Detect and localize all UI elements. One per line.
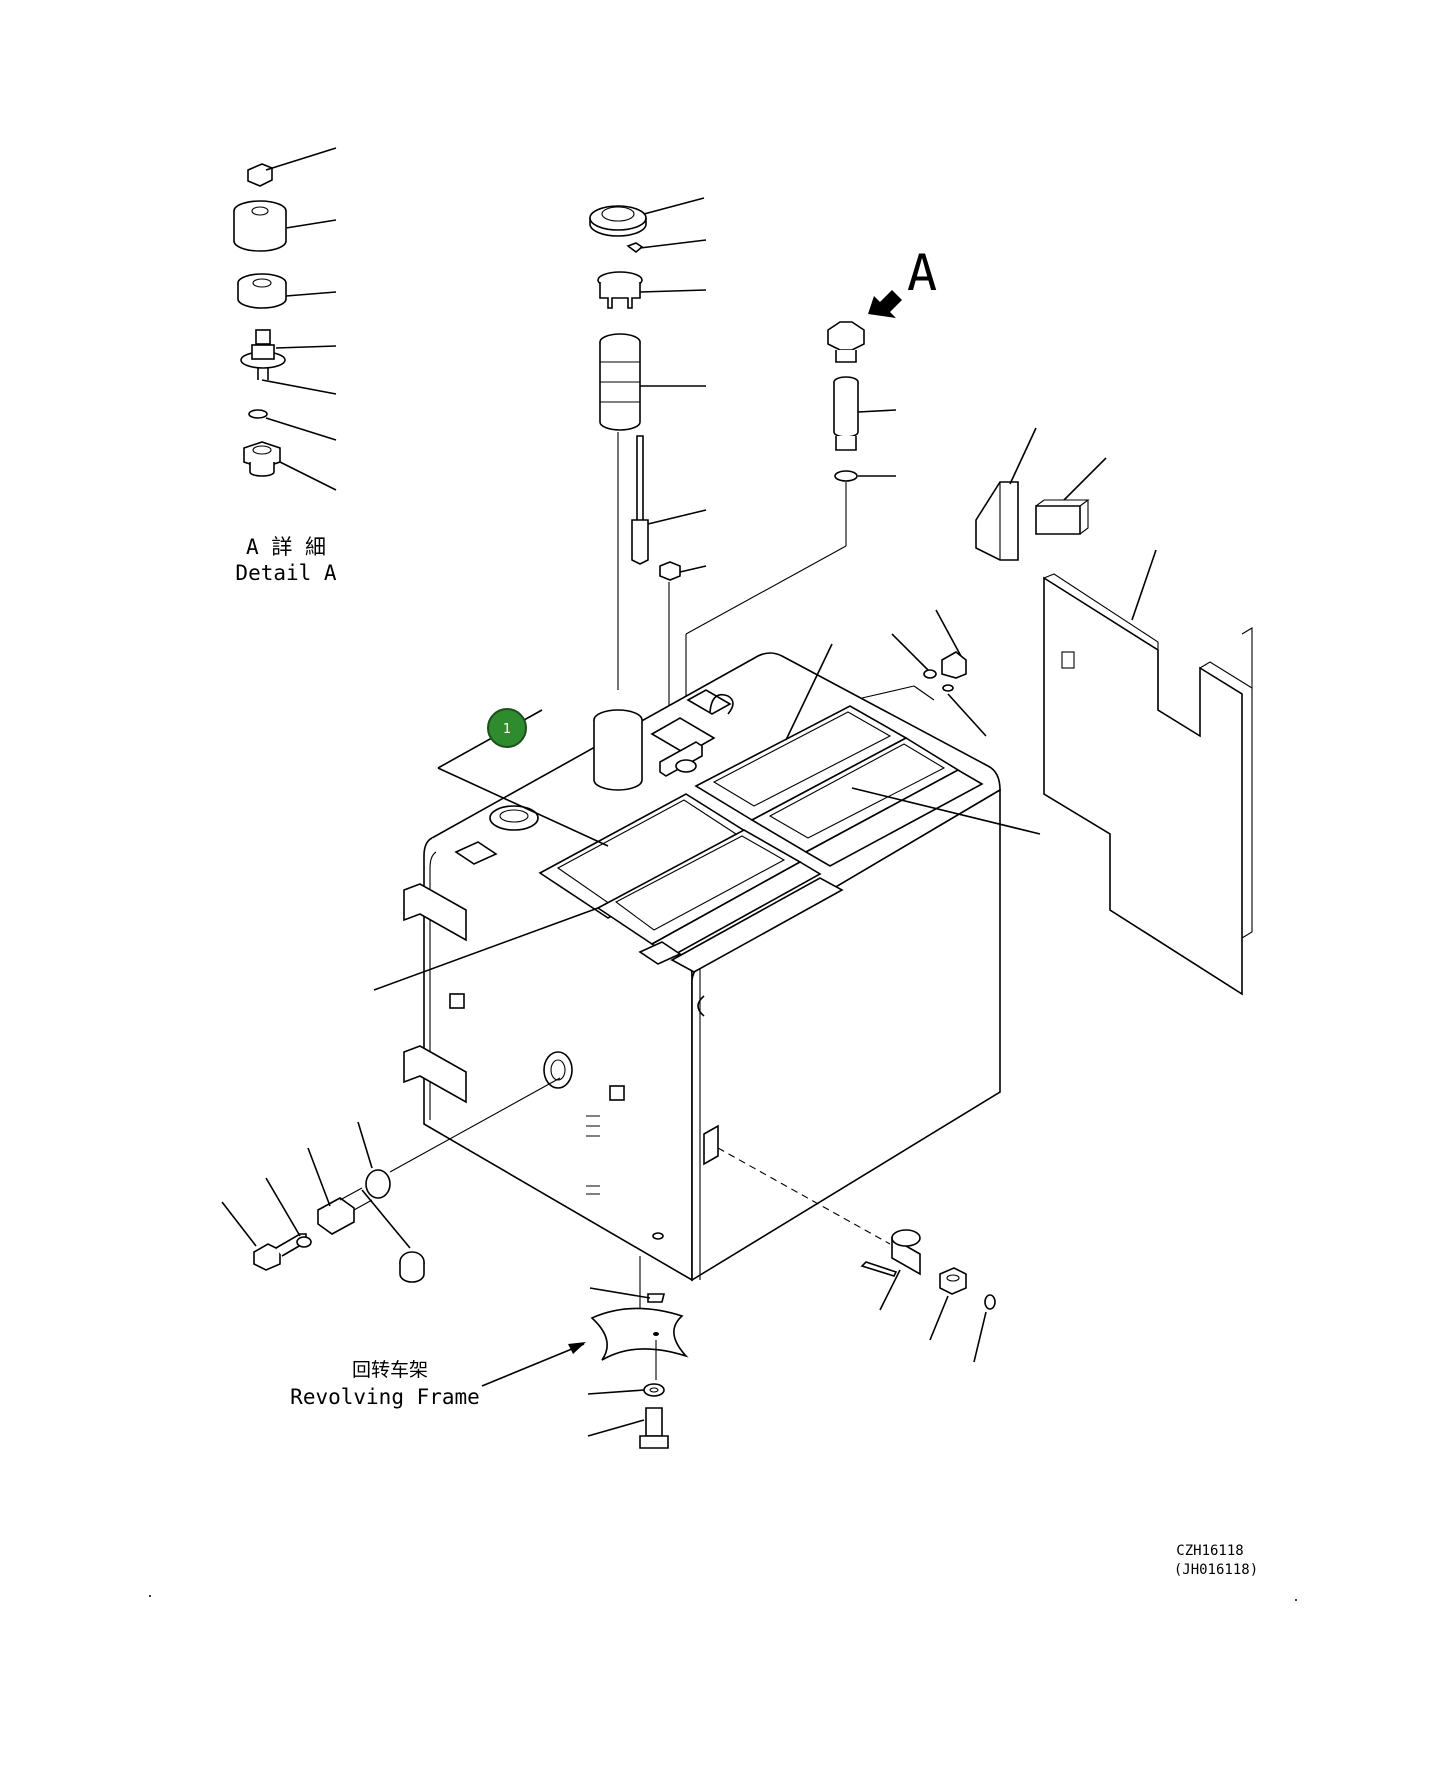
drawing-code-alt: (JH016118) xyxy=(1174,1562,1258,1578)
callout-marker[interactable]: 1 xyxy=(487,708,527,748)
filler-assembly xyxy=(589,197,707,720)
breather-assembly xyxy=(685,321,897,720)
elbow-fittings xyxy=(923,651,967,692)
cover-parts xyxy=(975,427,1253,996)
callout-number: 1 xyxy=(503,722,511,737)
leader-lines xyxy=(373,609,1041,991)
frame-cn-label: 回转车架 xyxy=(352,1359,428,1381)
drawing-code: CZH16118 xyxy=(1176,1543,1243,1559)
lower-left-parts xyxy=(221,1077,561,1283)
detail-a-parts: A 詳 細 Detail A xyxy=(233,147,337,585)
lower-right-parts xyxy=(860,1229,996,1363)
detail-a-en-label: Detail A xyxy=(235,561,337,585)
view-arrow-icon xyxy=(868,290,902,318)
view-letter: A xyxy=(907,244,937,302)
frame-arrow-icon xyxy=(568,1342,586,1354)
view-a-indicator: A xyxy=(868,244,937,318)
frame-en-label: Revolving Frame xyxy=(290,1385,480,1409)
revolving-frame-mounting: 回转车架 Revolving Frame xyxy=(290,1287,689,1449)
detail-a-jp-label: A 詳 細 xyxy=(246,535,326,559)
hydraulic-tank xyxy=(403,652,1001,1312)
